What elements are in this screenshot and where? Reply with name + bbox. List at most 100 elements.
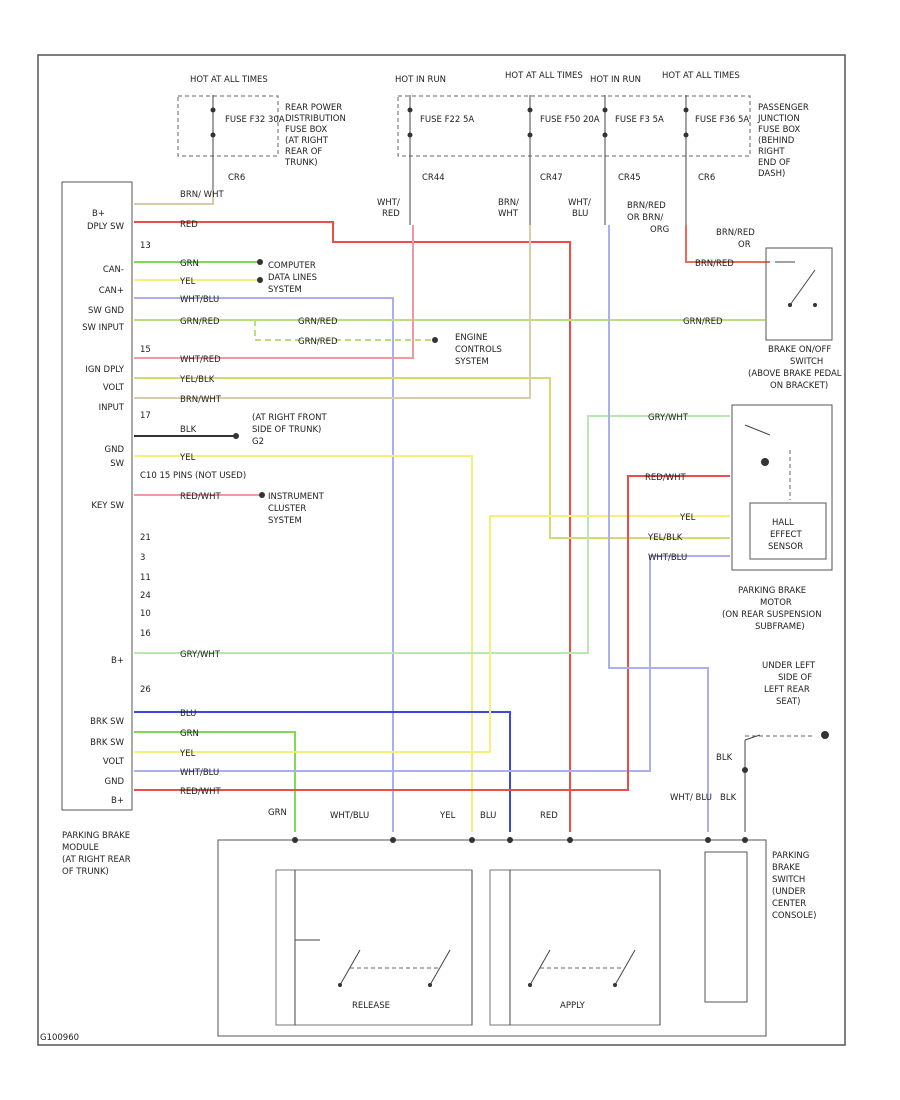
label-brn-red: BRN/RED [695,259,734,269]
module-pin-gnd2: GND [105,777,125,787]
label-red-wht-key: RED/WHT [180,492,221,502]
svg-text:13: 13 [140,241,151,251]
svg-text:BRN/RED: BRN/RED [716,228,755,238]
pass-box-label-6: DASH) [758,169,785,179]
svg-text:26: 26 [140,685,151,695]
fuse4-conn: CR45 [618,173,641,183]
label-wht-red: WHT/RED [180,355,221,365]
label-yel-volt2: YEL [179,749,196,759]
bottom-label-whtblu2: WHT/ BLU [670,793,712,803]
wire-red-wht-b [134,475,730,791]
module-label-2: (AT RIGHT REAR [62,855,131,865]
actuator-2: (ON REAR SUSPENSION [722,610,822,620]
pass-box-label-4: RIGHT [758,147,785,157]
pass-box-label-0: PASSENGER [758,103,809,113]
svg-text:OR BRN/: OR BRN/ [627,213,663,223]
hall-2: SENSOR [768,542,803,552]
engine-note-2: SYSTEM [455,357,489,367]
label-gry-wht: GRY/WHT [180,650,221,660]
svg-text:15: 15 [140,345,151,355]
rear-box-label-5: TRUNK) [284,158,318,168]
diagram-border [37,54,846,1046]
fuse5-conn: CR6 [698,173,715,183]
engine-note-0: ENGINE [455,333,488,343]
ground-note-2: G2 [252,437,264,447]
wire-yel-sw [134,455,473,832]
switch-label-0: PARKING [772,851,809,861]
module-pin-volt2: VOLT [103,757,125,767]
brake-onoff-3: ON BRACKET) [770,381,828,391]
label-red: RED [180,220,198,230]
label-blu: BLU [180,709,196,719]
fuse4-hot: HOT IN RUN [590,75,641,85]
label-blk: BLK [180,425,197,435]
svg-text:24: 24 [140,591,151,601]
rear-box-label-4: REAR OF [285,147,322,157]
engine-note-1: CONTROLS [455,345,502,355]
parking-brake-switch: RELEASE APPLY GRN WHT/BLU YEL BLU RED WH… [217,793,817,1037]
brake-onoff-0: BRAKE ON/OFF [768,345,831,355]
module-label-1: MODULE [62,843,99,853]
label-grn-brk: GRN [180,729,199,739]
module-pin-gnd: GND [105,445,125,455]
wire-wht-blu-3 [608,225,709,832]
rear-box-label-0: REAR POWER [285,103,342,113]
module-pin-sw: SW [110,459,124,469]
fuse3-conn: CR47 [540,173,563,183]
ground-left-2: LEFT REAR [764,685,810,695]
hall-0: HALL [772,518,794,528]
label-grn: GRN [180,259,199,269]
module-pin-can-plus: CAN+ [99,286,124,296]
module-pin-swinput: SW INPUT [82,323,125,333]
wire-gry-wht [134,415,730,654]
svg-text:21: 21 [140,533,151,543]
label-grn-red-1: GRN/RED [180,317,220,327]
switch-label-2: SWITCH [772,875,805,885]
svg-text:10: 10 [140,609,151,619]
wire-grn-brk [134,731,296,832]
bottom-label-red: RED [540,811,558,821]
wire-wht-blu-2 [134,555,730,772]
hall-sensor [749,502,827,560]
module-pin-input: INPUT [99,403,125,413]
wire-yel-blk [134,377,730,539]
svg-text:YEL/BLK: YEL/BLK [647,533,683,543]
instrument-note-1: CLUSTER [268,504,306,514]
pass-box-label-5: END OF [758,158,791,168]
wire-blk-ground-right [744,734,761,832]
label-wht-blu-hall: WHT/BLU [648,553,687,563]
module-label-3: OF TRUNK) [62,867,109,877]
actuator-0: PARKING BRAKE [738,586,806,596]
module-pin-brksw1: BRK SW [90,717,124,727]
svg-text:17: 17 [140,411,151,421]
instrument-note-0: INSTRUMENT [268,492,325,502]
wire-blu [134,711,511,832]
ground-note-0: (AT RIGHT FRONT [252,413,327,423]
ground-left-1: SIDE OF [778,673,812,683]
bottom-label-whtblu: WHT/BLU [330,811,369,821]
brake-onoff-1: SWITCH [790,357,823,367]
label-grn-red-3: GRN/RED [683,317,723,327]
pass-box-label-3: (BEHIND [758,136,795,146]
ground-left-3: SEAT) [776,697,800,707]
rear-fuse-conn: CR6 [228,173,245,183]
svg-text:BLK: BLK [716,753,733,763]
notused-note: C10 15 PINS (NOT USED) [140,471,246,481]
wire-grn-red-dash [254,320,435,341]
computer-note-2: SYSTEM [268,285,302,295]
fuse3-hot: HOT AT ALL TIMES [505,71,583,81]
fuse2-hot: HOT IN RUN [395,75,446,85]
label-wht-blu: WHT/BLU [180,295,219,305]
brake-onoff-switch: BRAKE ON/OFF SWITCH (ABOVE BRAKE PEDAL O… [748,247,842,391]
rear-fuse-name: FUSE F32 30A [225,115,285,125]
actuator-3: SUBFRAME) [755,622,805,632]
svg-text:OR: OR [738,240,751,250]
module-pin-b3: B+ [111,796,124,806]
wire-brn-red [685,225,770,263]
switch-label-1: BRAKE [772,863,800,873]
module-pin-swgnd: SW GND [88,306,124,316]
module-label-0: PARKING BRAKE [62,831,130,841]
svg-text:WHT/: WHT/ [377,198,400,208]
label-brn-wht-top: BRN/ WHT [180,190,224,200]
svg-text:BLU: BLU [572,209,588,219]
